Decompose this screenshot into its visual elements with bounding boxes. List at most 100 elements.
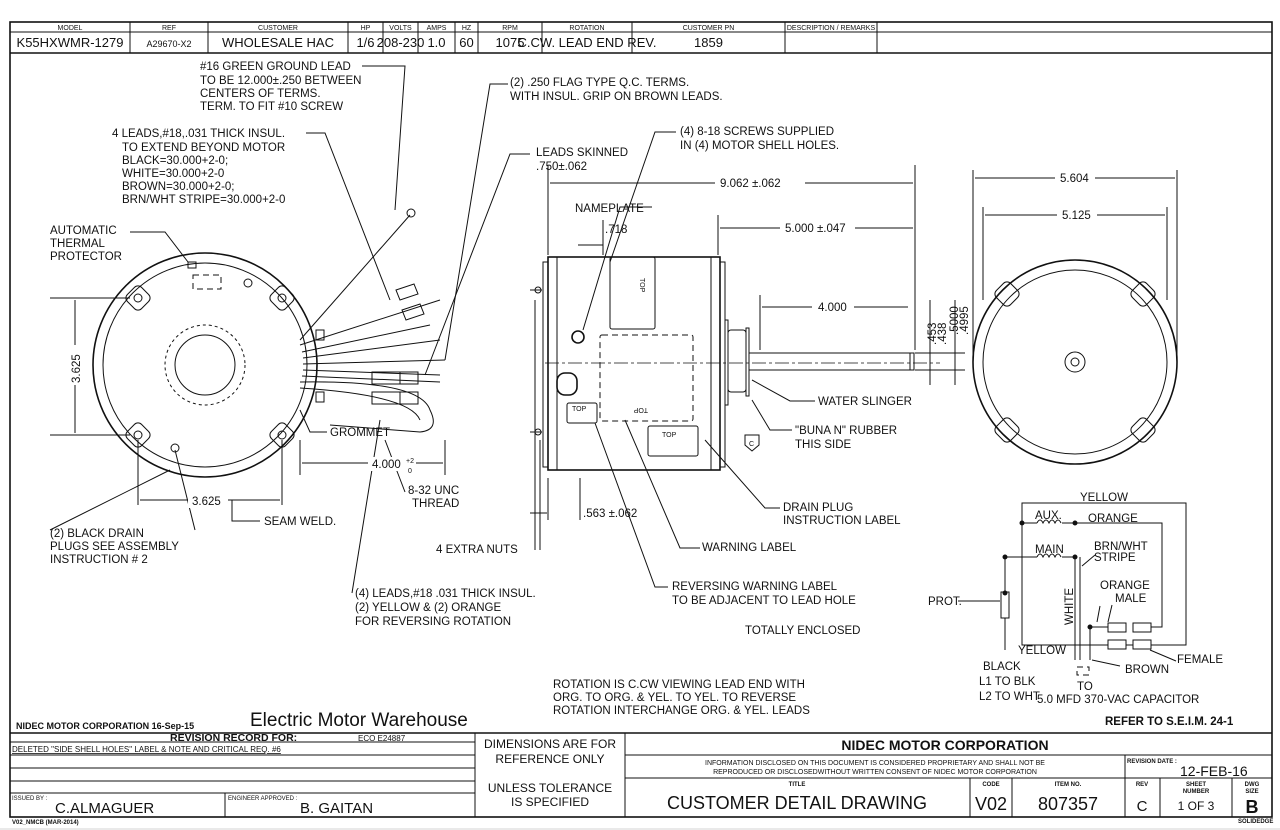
svg-text:TO5.0 MFD 370-VAC CAPACITOR: TO5.0 MFD 370-VAC CAPACITOR [1037, 681, 1199, 706]
svg-text:NIDEC MOTOR CORPORATION: NIDEC MOTOR CORPORATION [841, 737, 1048, 753]
label-top: TOP [638, 278, 645, 293]
svg-text:UNLESS TOLERANCE: UNLESS TOLERANCE [488, 781, 612, 795]
svg-text:4.000: 4.000 [818, 302, 847, 314]
svg-text:+2: +2 [406, 458, 414, 465]
reversing-leads-note: (4) LEADS,#18 .031 THICK INSUL.(2) YELLO… [355, 588, 536, 628]
svg-text:12-FEB-16: 12-FEB-16 [1180, 763, 1248, 779]
svg-text:REPRODUCED OR DISCLOSEDWITHOUT: REPRODUCED OR DISCLOSEDWITHOUT WRITTEN C… [713, 769, 1037, 776]
svg-text:B. GAITAN: B. GAITAN [300, 800, 373, 817]
water-slinger-note: WATER SLINGER [818, 396, 912, 408]
svg-text:.5000: .5000 [949, 306, 961, 335]
svg-text:CUSTOMER DETAIL DRAWING: CUSTOMER DETAIL DRAWING [667, 793, 927, 813]
wiring-diagram [958, 502, 1187, 676]
svg-text:C: C [1137, 798, 1148, 815]
grommet-note: GROMMET [330, 427, 390, 439]
header-col-value: K55HXWMR-1279 [17, 35, 124, 50]
svg-text:REV: REV [1136, 782, 1148, 788]
svg-text:YELLOW: YELLOW [1018, 645, 1066, 657]
svg-text:WHITE: WHITE [1064, 588, 1076, 625]
svg-text:807357: 807357 [1038, 794, 1098, 814]
svg-text:AUX.: AUX. [1035, 510, 1062, 522]
header-col-label: MODEL [58, 25, 83, 32]
corp-date: NIDEC MOTOR CORPORATION 16-Sep-15 [16, 721, 194, 731]
header-col-value: 1.0 [427, 35, 445, 50]
svg-text:DWG: DWG [1245, 782, 1260, 788]
svg-text:INFORMATION DISCLOSED ON THIS: INFORMATION DISCLOSED ON THIS DOCUMENT I… [705, 760, 1045, 767]
warning-label-note: WARNING LABEL [702, 542, 797, 554]
rev-marker: C [749, 441, 754, 448]
lead-end-view [50, 208, 446, 505]
header-col-value: 1/6 [356, 35, 374, 50]
svg-text:SHEET: SHEET [1186, 782, 1206, 788]
svg-text:TITLE: TITLE [789, 782, 806, 788]
svg-text:NUMBER: NUMBER [1183, 789, 1210, 795]
seam-weld-note: SEAM WELD. [264, 516, 336, 528]
svg-text:IS SPECIFIED: IS SPECIFIED [511, 795, 589, 809]
svg-text:ENGINEER APPROVED :: ENGINEER APPROVED : [228, 796, 298, 802]
drawing-border [9, 21, 1273, 818]
svg-text:5.604: 5.604 [1060, 173, 1089, 185]
svg-text:.438: .438 [937, 323, 949, 345]
leader-lines [49, 65, 815, 594]
svg-text:DELETED "SIDE SHELL HOLES" LA: DELETED "SIDE SHELL HOLES" LABEL & NOTE … [12, 745, 281, 754]
refer-note: REFER TO S.E.I.M. 24-1 [1105, 716, 1234, 728]
header-col-label: CUSTOMER [258, 25, 298, 32]
svg-text:ITEM NO.: ITEM NO. [1055, 782, 1082, 788]
svg-text:PROT.: PROT. [928, 596, 962, 608]
header-col-label: HZ [462, 25, 472, 32]
svg-text:9.062 ±.062: 9.062 ±.062 [720, 178, 781, 190]
label-top: TOP [633, 406, 648, 413]
svg-text:5.000 ±.047: 5.000 ±.047 [785, 223, 846, 235]
svg-text:BROWN: BROWN [1125, 664, 1169, 676]
svg-text:.563 ±.062: .563 ±.062 [583, 508, 637, 520]
label-top: TOP [662, 432, 677, 439]
extra-nuts-note: 4 EXTRA NUTS [436, 544, 518, 556]
nameplate-note: NAMEPLATE [575, 203, 644, 215]
svg-text:0: 0 [408, 468, 412, 475]
svg-text:ORANGE: ORANGE [1088, 513, 1138, 525]
svg-text:SIZE: SIZE [1245, 789, 1258, 795]
svg-text:CODE: CODE [982, 782, 999, 788]
svg-text:.453: .453 [927, 323, 939, 345]
svg-text:SOLIDEDGE: SOLIDEDGE [1238, 819, 1273, 825]
svg-text:4.000: 4.000 [372, 459, 401, 471]
svg-text:YELLOW: YELLOW [1080, 492, 1128, 504]
svg-text:C.ALMAGUER: C.ALMAGUER [55, 800, 154, 817]
svg-text:1 OF 3: 1 OF 3 [1178, 799, 1215, 813]
enclosed-note: TOTALLY ENCLOSED [745, 625, 860, 637]
header-col-value: 208-230 [377, 35, 425, 50]
svg-text:DIMENSIONS ARE FOR: DIMENSIONS ARE FOR [484, 737, 616, 751]
spec-header-table: MODELK55HXWMR-1279REFA29670-X2CUSTOMERWH… [10, 22, 1272, 54]
watermark-text: Electric Motor Warehouse [250, 710, 468, 731]
header-col-label: AMPS [427, 25, 447, 32]
header-col-label: REF [162, 25, 176, 32]
svg-text:V02_NMCB (MAR-2014): V02_NMCB (MAR-2014) [12, 820, 79, 826]
header-col-value: WHOLESALE HAC [222, 35, 334, 50]
svg-text:.4995: .4995 [959, 306, 971, 335]
title-block: REVISION RECORD FOR: ECO E24887 DELETED … [12, 732, 1273, 826]
svg-text:ECO E24887: ECO E24887 [358, 734, 406, 743]
four-leads-note: 4 LEADS,#18,.031 THICK INSUL.TO EXTEND B… [112, 128, 285, 206]
label-top: TOP [572, 406, 587, 413]
leads-skinned-note: LEADS SKINNED.750±.062 [536, 147, 628, 173]
header-col-value: 60 [459, 35, 473, 50]
svg-text:REVISION RECORD FOR:: REVISION RECORD FOR: [170, 732, 297, 744]
title-block-grid [10, 732, 1272, 817]
dimensions: 9.062 ±.062 5.000 ±.047 4.000 .718 5.604… [68, 171, 1097, 520]
svg-text:5.125: 5.125 [1062, 210, 1091, 222]
header-col-label: ROTATION [569, 25, 604, 32]
svg-text:MAIN: MAIN [1035, 544, 1064, 556]
header-col-label: CUSTOMER PN [683, 25, 735, 32]
